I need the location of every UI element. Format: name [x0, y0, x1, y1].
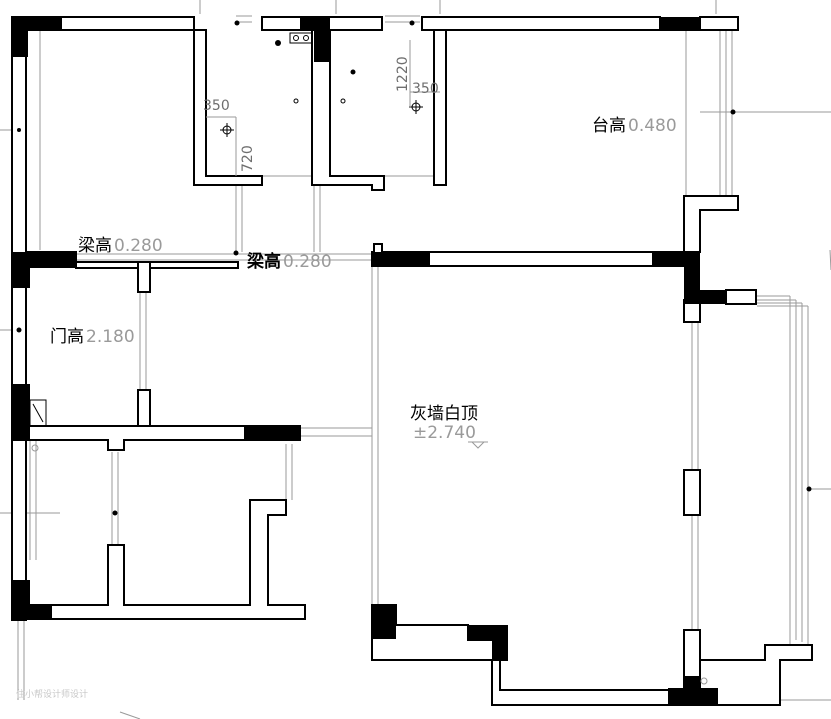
- door-height-value: 2.180: [86, 327, 135, 347]
- ceiling-level-value: ±2.740: [413, 423, 476, 443]
- watermark: 住小帮设计师设计: [16, 688, 88, 700]
- dimension-lines: [206, 40, 440, 176]
- dimension-350-right: 350: [412, 81, 439, 97]
- door-height-label: 门高: [50, 327, 84, 347]
- beam-height-value-2: 0.280: [283, 252, 332, 272]
- dimension-1220: 1220: [395, 56, 411, 92]
- beam-height-value-1: 0.280: [114, 236, 163, 256]
- interior-lines: [29, 30, 699, 630]
- dimension-720: 720: [240, 145, 256, 172]
- level-marker-icon: [468, 441, 488, 449]
- dimension-350-left: 350: [203, 98, 230, 114]
- beam-height-label-2: 梁高: [246, 251, 281, 272]
- counter-height-label: 台高: [592, 116, 626, 136]
- fixtures: [16, 20, 812, 685]
- beam-height-label-1: 梁高: [78, 236, 112, 256]
- ceiling-finish-label: 灰墙白顶: [410, 404, 478, 424]
- columns: [12, 17, 726, 706]
- counter-height-value: 0.480: [628, 116, 677, 136]
